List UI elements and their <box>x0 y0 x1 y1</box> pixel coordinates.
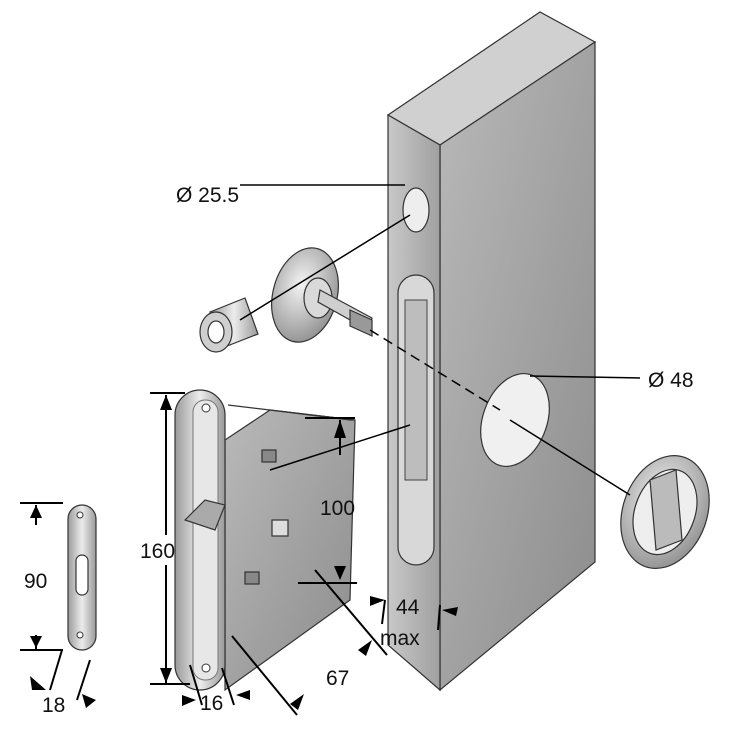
dimension-lines <box>20 392 458 716</box>
large-hole <box>480 372 550 468</box>
label-door-thickness-max: max <box>380 627 420 650</box>
door <box>386 11 597 692</box>
label-hole-large-diameter: Ø 48 <box>648 369 694 392</box>
thumb-turn-rose <box>271 247 373 343</box>
assembly-lines <box>239 184 641 496</box>
label-faceplate-width: 16 <box>200 692 223 715</box>
mortise-inner <box>404 299 428 481</box>
door-side-face <box>439 40 596 692</box>
label-hole-small-diameter: Ø 25.5 <box>176 184 239 207</box>
label-backset: 67 <box>326 667 349 690</box>
label-strike-width: 18 <box>42 694 65 717</box>
cylinder-sleeve <box>199 297 259 353</box>
flush-pull-handle <box>620 455 710 569</box>
strike-plate <box>67 504 97 651</box>
label-strike-height: 90 <box>24 570 47 593</box>
mortise-lock-body <box>174 389 356 692</box>
small-hole <box>402 187 430 233</box>
label-door-thickness: 44 <box>396 596 420 619</box>
label-lock-depth: 100 <box>320 497 355 520</box>
label-faceplate-height: 160 <box>140 540 175 563</box>
